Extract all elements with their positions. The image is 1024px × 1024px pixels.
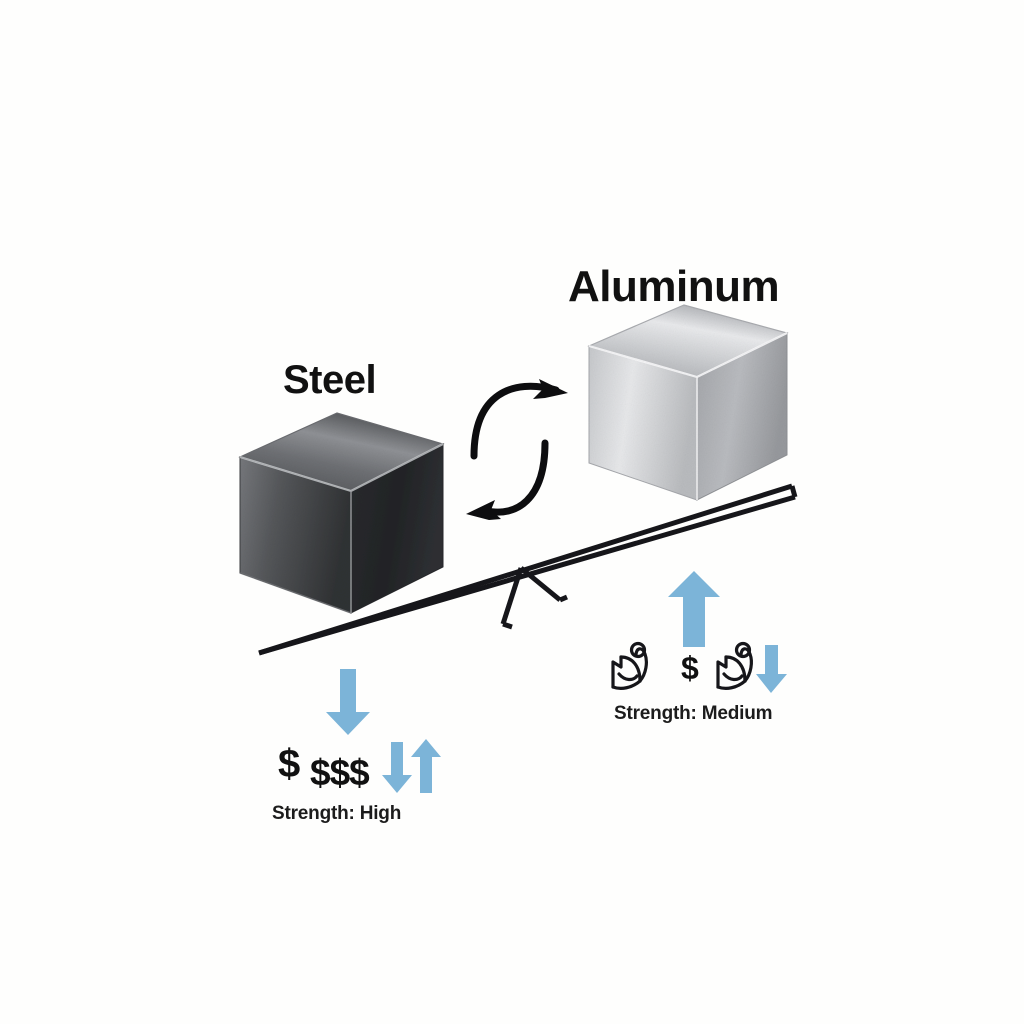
steel-weight-down-arrow [326, 669, 370, 735]
down-arrow [382, 742, 412, 793]
exchange-arrowheads [466, 379, 568, 520]
aluminum-strength-label: Strength: Medium [614, 703, 773, 724]
aluminum-cube [587, 304, 789, 501]
steel-cost-secondary: $$$ [310, 752, 370, 793]
steel-cube [238, 412, 445, 614]
up-arrow [411, 739, 441, 793]
steel-tradeoff-arrows [382, 739, 441, 793]
aluminum-strength-down-arrow [756, 645, 787, 693]
aluminum-title: Aluminum [568, 262, 780, 311]
flexed-bicep-icon-right [716, 641, 753, 690]
arrow-right-arc [470, 382, 560, 460]
arrow-left-arc [483, 439, 549, 516]
flexed-bicep-icon-left [611, 641, 648, 690]
aluminum-cost-primary: $ [681, 650, 699, 686]
seesaw-fulcrum [500, 566, 568, 630]
aluminum-weight-up-arrow [668, 571, 720, 647]
steel-title: Steel [283, 358, 377, 402]
steel-strength-label: Strength: High [272, 803, 402, 824]
steel-cost-primary: $ [278, 742, 301, 786]
exchange-cycle-arrows [470, 382, 560, 516]
